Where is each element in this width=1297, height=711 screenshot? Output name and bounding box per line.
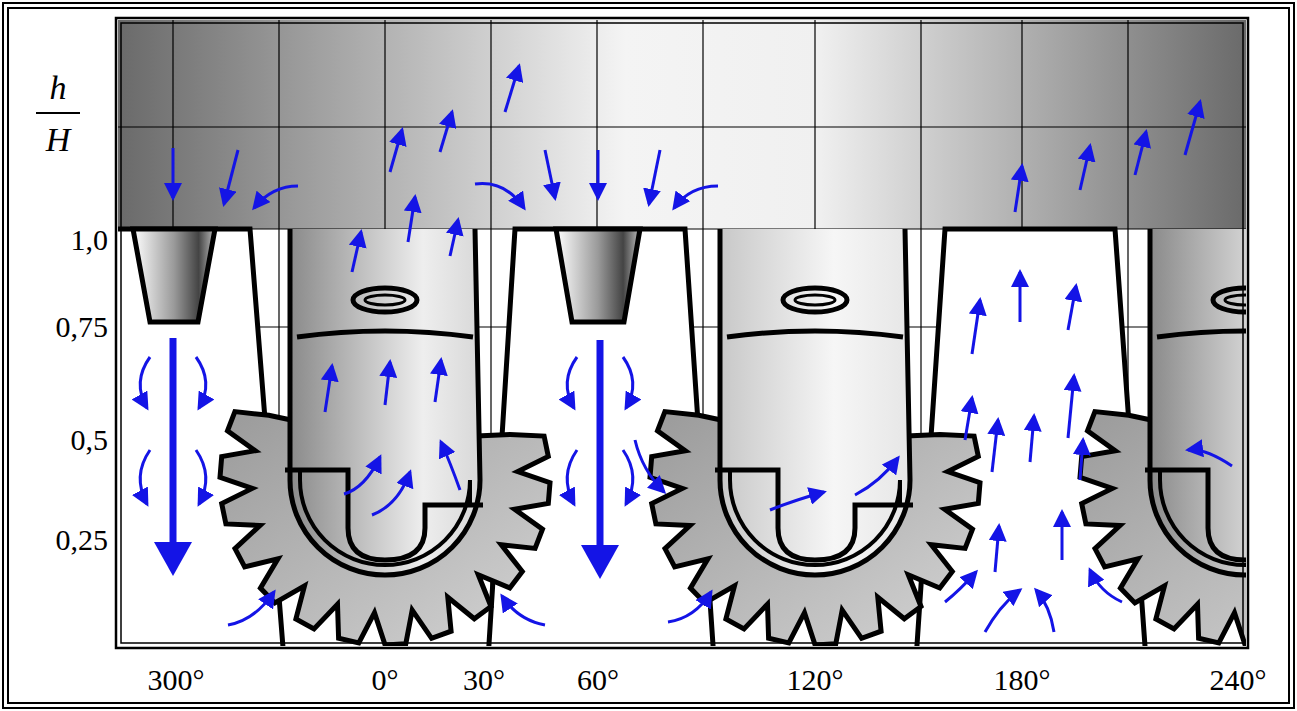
angle-tick: 0° [372,665,399,695]
bit-legs [285,229,1246,575]
flow-arrow [140,66,1232,632]
axis-tick: 0,25 [56,525,109,555]
jet-arrow [154,338,619,579]
bit-body [118,229,1146,646]
axis-tick: 0,75 [56,312,109,342]
fraction-bar [36,112,80,114]
axis-tick: 1,0 [71,225,109,255]
angle-tick: 30° [463,665,505,695]
axis-tick: 0,5 [71,425,109,455]
angle-tick: 300° [148,665,205,695]
angle-tick: 60° [577,665,619,695]
axis-title: H [46,123,71,157]
axis-title: h [50,71,67,105]
angle-tick: 120° [787,665,844,695]
angle-tick: 240° [1210,665,1267,695]
angle-tick: 180° [994,665,1051,695]
nozzle [133,229,640,322]
